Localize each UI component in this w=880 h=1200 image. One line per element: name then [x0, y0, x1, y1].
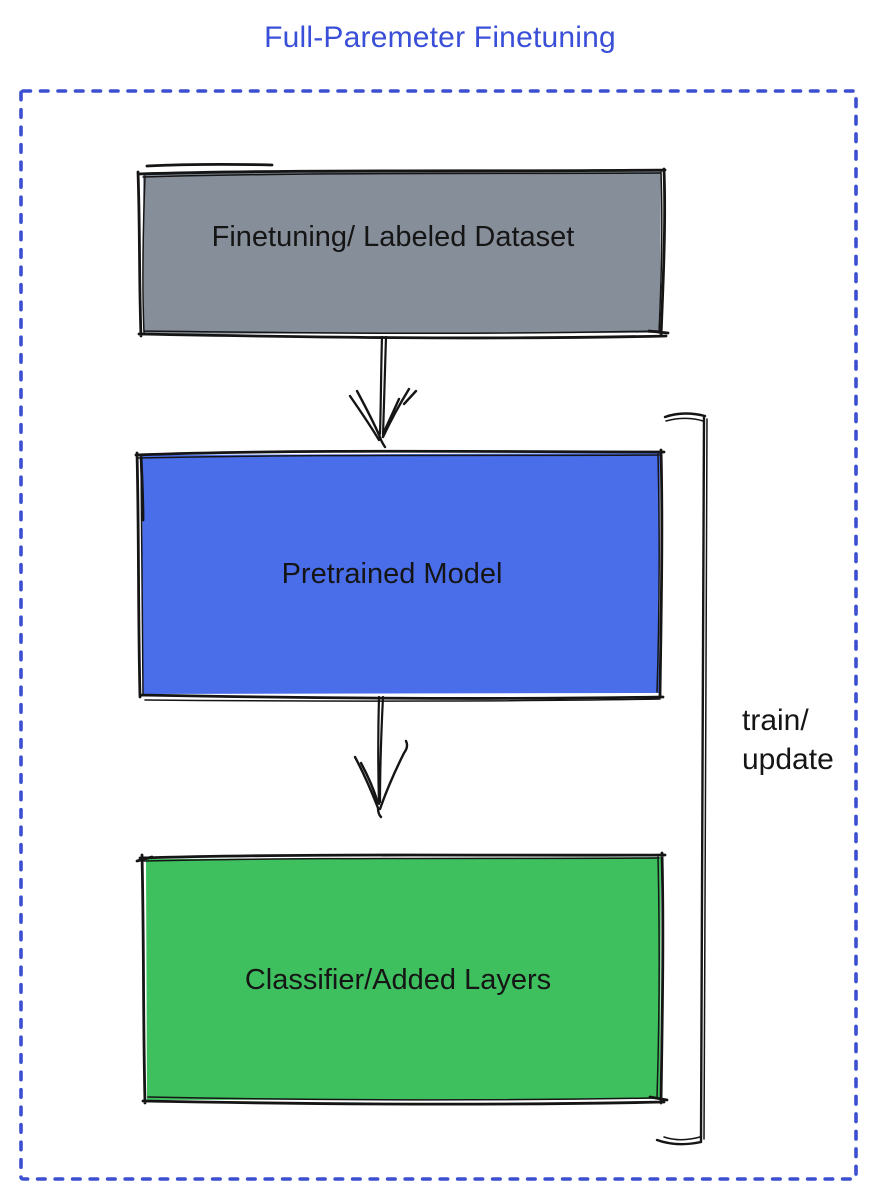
dataset-box-border-inner	[142, 171, 663, 335]
arrow-dataset-to-pretrained-icon	[348, 335, 418, 449]
pretrained-box-fill	[142, 453, 660, 694]
node-finetuning-dataset	[136, 162, 670, 340]
node-classifier-added-layers	[135, 851, 669, 1106]
arrow-pretrained-to-classifier-icon	[353, 695, 409, 819]
pretrained-box-border	[134, 448, 666, 700]
dataset-box-border	[136, 162, 670, 340]
bracket-stroke	[655, 412, 707, 1146]
bracket-stroke-inner	[663, 417, 708, 1141]
train-update-bracket	[655, 412, 708, 1146]
arrow-head	[353, 739, 409, 819]
arrow-head	[348, 387, 418, 449]
classifier-box-border	[135, 851, 669, 1106]
diagram-title: Full-Paremeter Finetuning	[264, 21, 616, 54]
dataset-box-fill	[143, 171, 661, 334]
dashed-frame	[19, 89, 858, 1181]
classifier-box-border-inner	[143, 856, 660, 1101]
bracket-annotation: train/ update	[742, 701, 834, 779]
pretrained-box-border-inner	[138, 453, 661, 702]
arrow-shaft	[377, 695, 385, 806]
arrow-shaft	[378, 335, 388, 438]
bracket-annotation-line1: train/	[742, 704, 809, 737]
bracket-annotation-line2: update	[742, 743, 834, 776]
classifier-box-fill	[146, 857, 661, 1100]
node-pretrained-model	[134, 448, 666, 702]
